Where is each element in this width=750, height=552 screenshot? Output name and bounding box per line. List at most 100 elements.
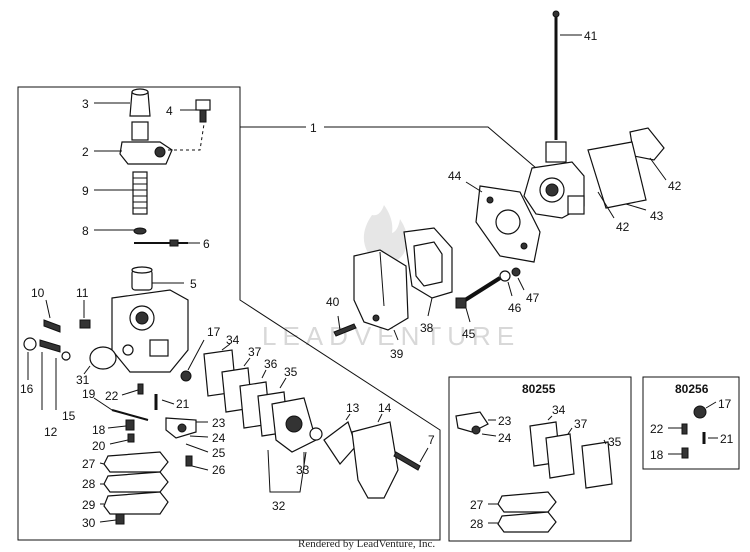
carburetor-body-left	[111, 289, 189, 373]
part-8-clip	[133, 227, 147, 235]
part-19-lever	[111, 409, 149, 421]
kit-part-37	[545, 433, 575, 479]
label-30: 30	[82, 516, 96, 530]
part-15-spring	[61, 351, 71, 361]
label-27: 27	[82, 457, 96, 471]
part-47-nut	[511, 267, 521, 277]
label-20: 20	[92, 439, 106, 453]
part-45-bolt	[455, 276, 502, 309]
part-39-air-filter-cover	[353, 249, 409, 331]
kit-label-34: 34	[552, 403, 566, 417]
label-15: 15	[62, 409, 76, 423]
kit-label-21: 21	[720, 432, 734, 446]
label-37: 37	[248, 345, 262, 359]
part-18-screw	[125, 419, 135, 431]
label-7: 7	[428, 433, 435, 447]
label-41: 41	[584, 29, 598, 43]
kit-part-35	[581, 441, 613, 489]
kit-label-22: 22	[650, 422, 664, 436]
label-36: 36	[264, 357, 278, 371]
part-9-spring	[132, 171, 148, 215]
part-32-pump-cover	[271, 397, 317, 453]
part-27-gasket	[103, 451, 169, 473]
kit-80256-box: 80256 17 22 21 18	[642, 376, 740, 470]
part-7-screw	[393, 451, 421, 471]
flame-logo-icon	[363, 205, 408, 263]
kit-part-28	[497, 511, 557, 533]
kit-label-37: 37	[574, 417, 588, 431]
label-40: 40	[326, 295, 340, 309]
kit-label-18: 18	[650, 448, 664, 462]
carburetor-assembly-right	[523, 141, 585, 219]
label-29: 29	[82, 498, 96, 512]
part-5-sleeve	[131, 266, 153, 291]
label-25: 25	[212, 446, 226, 460]
kit-label-17: 17	[718, 397, 732, 411]
kit-80255-title: 80255	[522, 382, 556, 396]
label-3: 3	[82, 97, 89, 111]
label-35: 35	[284, 365, 298, 379]
label-14: 14	[378, 401, 392, 415]
main-assembly-frame	[17, 86, 441, 541]
part-40-screw	[333, 323, 357, 337]
part-24-pin	[177, 423, 187, 433]
part-30-screw	[115, 513, 125, 525]
label-32: 32	[272, 499, 286, 513]
part-16-washer	[23, 337, 37, 351]
kit-label-28: 28	[470, 517, 484, 531]
part-11-screw	[79, 319, 91, 329]
label-34: 34	[226, 333, 240, 347]
part-17-plug	[180, 370, 192, 382]
kit-label-27: 27	[470, 498, 484, 512]
kit-part-24	[471, 425, 481, 435]
kit-80255-box: 80255 23 24 34 37 35 27 28	[448, 376, 632, 542]
part-38-air-filter-element	[403, 227, 453, 299]
label-24: 24	[212, 431, 226, 445]
label-42-upper: 42	[668, 179, 682, 193]
label-38: 38	[420, 321, 434, 335]
part-6-needle	[134, 239, 188, 247]
part-2-adjuster	[119, 121, 173, 165]
label-23: 23	[212, 416, 226, 430]
kit-part-27	[497, 491, 557, 513]
part-13-cone	[323, 421, 357, 465]
part-26-screw	[185, 455, 193, 467]
label-26: 26	[212, 463, 226, 477]
kit-part-22	[681, 423, 688, 435]
label-17: 17	[207, 325, 221, 339]
label-18: 18	[92, 423, 106, 437]
label-31: 31	[76, 373, 90, 387]
part-29-cover	[103, 491, 169, 515]
label-47: 47	[526, 291, 540, 305]
part-14-plate	[351, 421, 399, 499]
label-33: 33	[296, 463, 310, 477]
kit-part-18	[681, 447, 689, 459]
part-43-plate	[587, 141, 647, 209]
label-46: 46	[508, 301, 522, 315]
label-12: 12	[44, 425, 58, 439]
label-22: 22	[105, 389, 119, 403]
kit-label-23: 23	[498, 414, 512, 428]
label-1: 1	[310, 121, 317, 135]
label-19: 19	[82, 387, 96, 401]
part-28-diaphragm	[103, 471, 169, 493]
part-20-screw	[127, 433, 135, 443]
label-8: 8	[82, 224, 89, 238]
part-33-ring	[309, 427, 323, 441]
kit-part-17	[693, 405, 707, 419]
part-4-screw	[195, 99, 211, 123]
label-39: 39	[390, 347, 404, 361]
label-4: 4	[166, 104, 173, 118]
label-11: 11	[76, 286, 89, 300]
label-28: 28	[82, 477, 96, 491]
part-41-rod	[552, 10, 560, 140]
label-16: 16	[20, 382, 34, 396]
part-10-screw	[43, 319, 61, 333]
part-22-pin	[137, 383, 144, 395]
kit-label-24: 24	[498, 431, 512, 445]
label-6: 6	[203, 237, 210, 251]
footer-credit: Rendered by LeadVenture, Inc.	[298, 538, 435, 550]
label-44: 44	[448, 169, 462, 183]
part-44-spacer	[475, 185, 541, 263]
